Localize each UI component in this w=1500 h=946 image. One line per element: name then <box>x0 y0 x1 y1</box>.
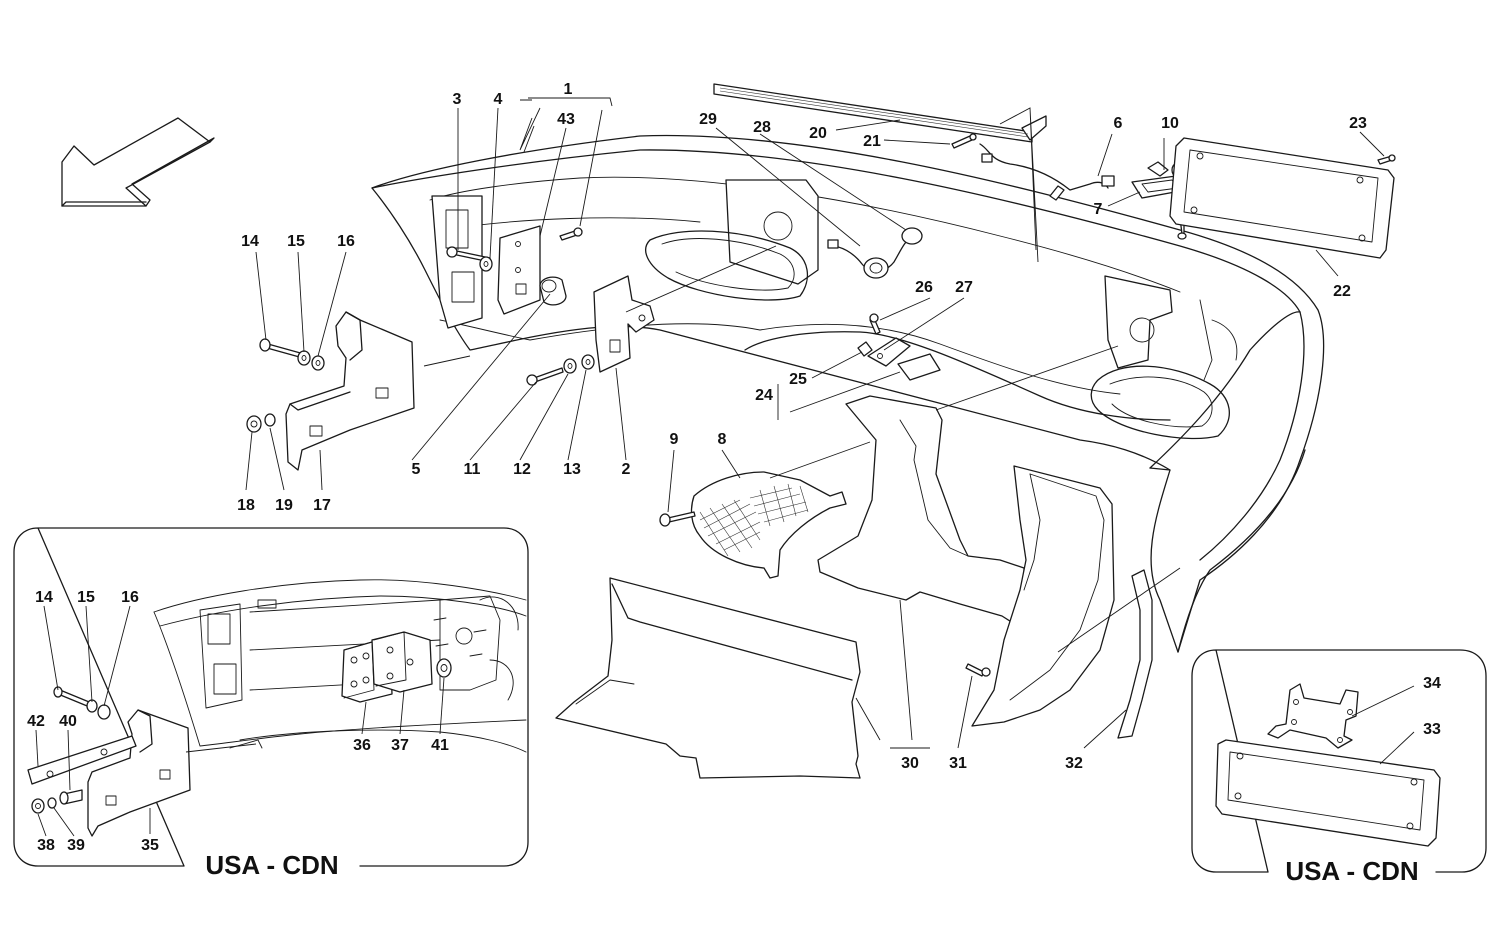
washer-15 <box>297 350 311 366</box>
leader-lines <box>245 97 1385 749</box>
label-38: 38 <box>37 837 55 854</box>
label-32: 32 <box>1065 755 1083 772</box>
label-37: 37 <box>391 737 409 754</box>
label-23: 23 <box>1349 115 1367 132</box>
label-43: 43 <box>557 111 575 128</box>
bolt-11 <box>526 367 564 386</box>
label-16: 16 <box>337 233 355 250</box>
screw-31 <box>965 663 991 677</box>
label-10: 10 <box>1161 115 1179 132</box>
label-5: 5 <box>412 461 421 478</box>
screw-26 <box>869 313 881 335</box>
label-33: 33 <box>1423 721 1441 738</box>
washer-41 <box>436 658 452 678</box>
undertray-30 <box>817 395 1025 631</box>
label-41: 41 <box>431 737 449 754</box>
spacer-37 <box>371 631 433 693</box>
label-21: 21 <box>863 133 881 150</box>
label-15: 15 <box>287 233 305 250</box>
label-20: 20 <box>809 125 827 142</box>
label-24: 24 <box>755 387 773 404</box>
screw-23 <box>1377 154 1396 165</box>
plate-bracket-34 <box>1267 683 1359 749</box>
label-19: 19 <box>275 497 293 514</box>
label-16-inset: 16 <box>121 589 139 606</box>
bracket-17 <box>285 311 415 471</box>
label-13: 13 <box>563 461 581 478</box>
label-6: 6 <box>1114 115 1123 132</box>
label-17: 17 <box>313 497 331 514</box>
label-22: 22 <box>1333 283 1351 300</box>
label-1: 1 <box>564 81 573 98</box>
label-7: 7 <box>1094 201 1103 218</box>
bolt-14-inset <box>53 686 95 709</box>
seal-32 <box>1117 569 1153 739</box>
label-30: 30 <box>901 755 919 772</box>
label-34: 34 <box>1423 675 1441 692</box>
grommet-28 <box>827 227 923 279</box>
label-14: 14 <box>241 233 259 250</box>
bolt-40 <box>59 789 83 805</box>
washer-16 <box>311 355 325 371</box>
wire-harness-6 <box>979 143 1115 201</box>
label-11: 11 <box>464 461 481 478</box>
label-9: 9 <box>670 431 679 448</box>
nut-38 <box>31 798 45 814</box>
label-28: 28 <box>753 119 771 136</box>
bolt-14 <box>259 338 305 359</box>
bracket-35 <box>87 709 191 837</box>
undertray-30b <box>555 577 861 779</box>
plate-frame-33 <box>1215 739 1441 847</box>
inset-right-title: USA - CDN <box>1285 856 1418 886</box>
label-12: 12 <box>513 461 531 478</box>
label-15-inset: 15 <box>77 589 95 606</box>
plate-frame-22 <box>1169 137 1395 259</box>
washer-12 <box>563 358 577 374</box>
nut-18 <box>246 415 262 433</box>
label-18: 18 <box>237 497 255 514</box>
bracket-2 <box>593 275 655 373</box>
bracket-43 <box>497 225 541 315</box>
washer-39 <box>47 797 57 809</box>
studs-inset <box>433 617 487 657</box>
screw-1 <box>559 227 583 241</box>
inset-left-title: USA - CDN <box>205 850 338 880</box>
inset-left <box>13 527 529 867</box>
label-29: 29 <box>699 111 717 128</box>
label-40: 40 <box>59 713 77 730</box>
inset-right <box>1191 649 1487 873</box>
washer-19 <box>264 413 276 427</box>
label-14-inset: 14 <box>35 589 53 606</box>
label-3: 3 <box>453 91 462 108</box>
inset-left-leaders <box>35 605 445 837</box>
inset-right-leaders <box>1351 685 1415 765</box>
washer-13 <box>581 354 595 370</box>
label-36: 36 <box>353 737 371 754</box>
label-8: 8 <box>718 431 727 448</box>
label-27: 27 <box>955 279 973 296</box>
label-42: 42 <box>27 713 45 730</box>
side-panel-31 <box>971 465 1115 727</box>
clip-21 <box>951 133 977 149</box>
label-39: 39 <box>67 837 85 854</box>
bracket-24 <box>867 337 941 381</box>
label-35: 35 <box>141 837 159 854</box>
label-26: 26 <box>915 279 933 296</box>
direction-arrow-icon <box>61 117 215 207</box>
screw-9 <box>659 511 696 527</box>
label-25: 25 <box>789 371 807 388</box>
washer-16-inset <box>97 704 111 720</box>
plate-42 <box>27 735 137 785</box>
label-4: 4 <box>494 91 503 108</box>
heat-shield-8 <box>690 471 847 579</box>
label-31: 31 <box>949 755 967 772</box>
part-labels: 1 3 4 43 14 15 16 18 19 17 5 11 12 13 2 … <box>27 81 1441 854</box>
washer-4 <box>479 256 493 272</box>
label-2: 2 <box>622 461 631 478</box>
mesh-pattern-icon <box>699 483 809 557</box>
